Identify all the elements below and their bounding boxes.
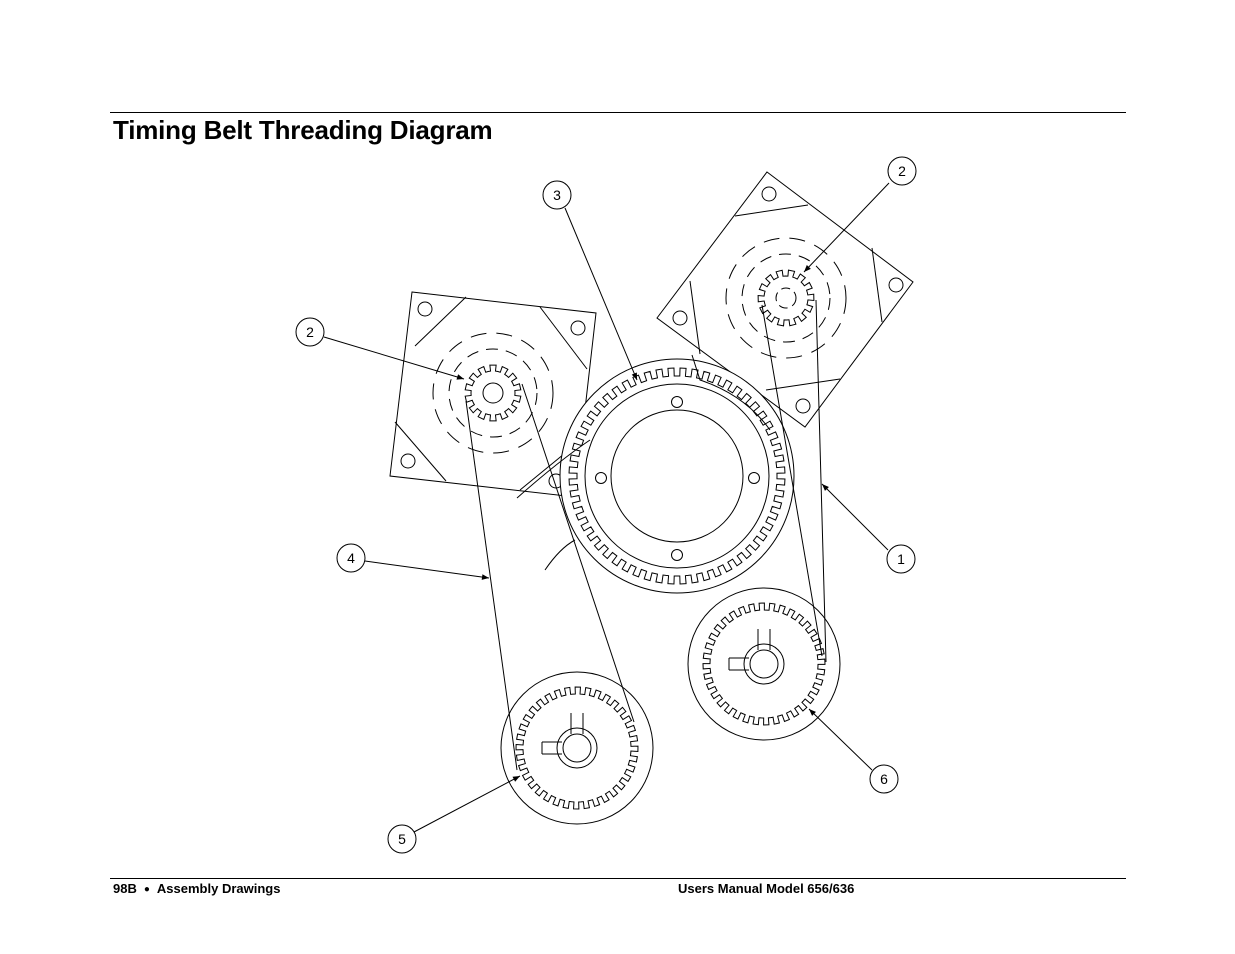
callout-4-label: 4 [347, 550, 355, 566]
callout-3-label: 3 [553, 187, 561, 203]
callout-3: 3 [542, 180, 572, 210]
footer-left: 98B ● Assembly Drawings [113, 881, 280, 896]
footer-rule [110, 878, 1126, 879]
timing-belt-center [516, 354, 771, 571]
callout-4: 4 [336, 543, 366, 573]
header-rule [110, 112, 1126, 113]
pulley-teeth-outline [757, 269, 815, 327]
lower-left-pulley-teeth [515, 686, 639, 810]
center-drive-pulley [559, 358, 795, 594]
callout-2-right: 2 [887, 156, 917, 186]
callout-2-left: 2 [295, 317, 325, 347]
footer-section: Assembly Drawings [156, 881, 281, 896]
center-pulley-teeth [568, 367, 786, 585]
pulley-teeth-outline [568, 367, 786, 585]
callout-1: 1 [886, 544, 916, 574]
page-title: Timing Belt Threading Diagram [113, 115, 493, 145]
callout-1-label: 1 [897, 551, 905, 567]
callout-6-label: 6 [880, 771, 888, 787]
pulley-teeth-outline [702, 602, 826, 726]
callout-2-left-label: 2 [306, 324, 314, 340]
callout-5: 5 [387, 824, 417, 854]
lower-left-pulley [500, 671, 654, 825]
right-motor-plate [656, 171, 914, 428]
left-motor-pulley [464, 364, 522, 422]
callout-2-right-label: 2 [898, 163, 906, 179]
footer-page-number: 98B [113, 881, 137, 896]
callout-5-label: 5 [398, 831, 406, 847]
timing-belt-right [761, 299, 827, 663]
right-motor-pulley [757, 269, 815, 327]
lower-right-pulley-teeth [702, 602, 826, 726]
pulley-teeth-outline [515, 686, 639, 810]
callout-6: 6 [869, 764, 899, 794]
callout-leaders [323, 182, 890, 833]
timing-belt-left [465, 383, 635, 771]
footer-bullet: ● [143, 884, 150, 895]
footer-manual-title: Users Manual Model 656/636 [678, 881, 855, 896]
pulley-teeth-outline [464, 364, 522, 422]
